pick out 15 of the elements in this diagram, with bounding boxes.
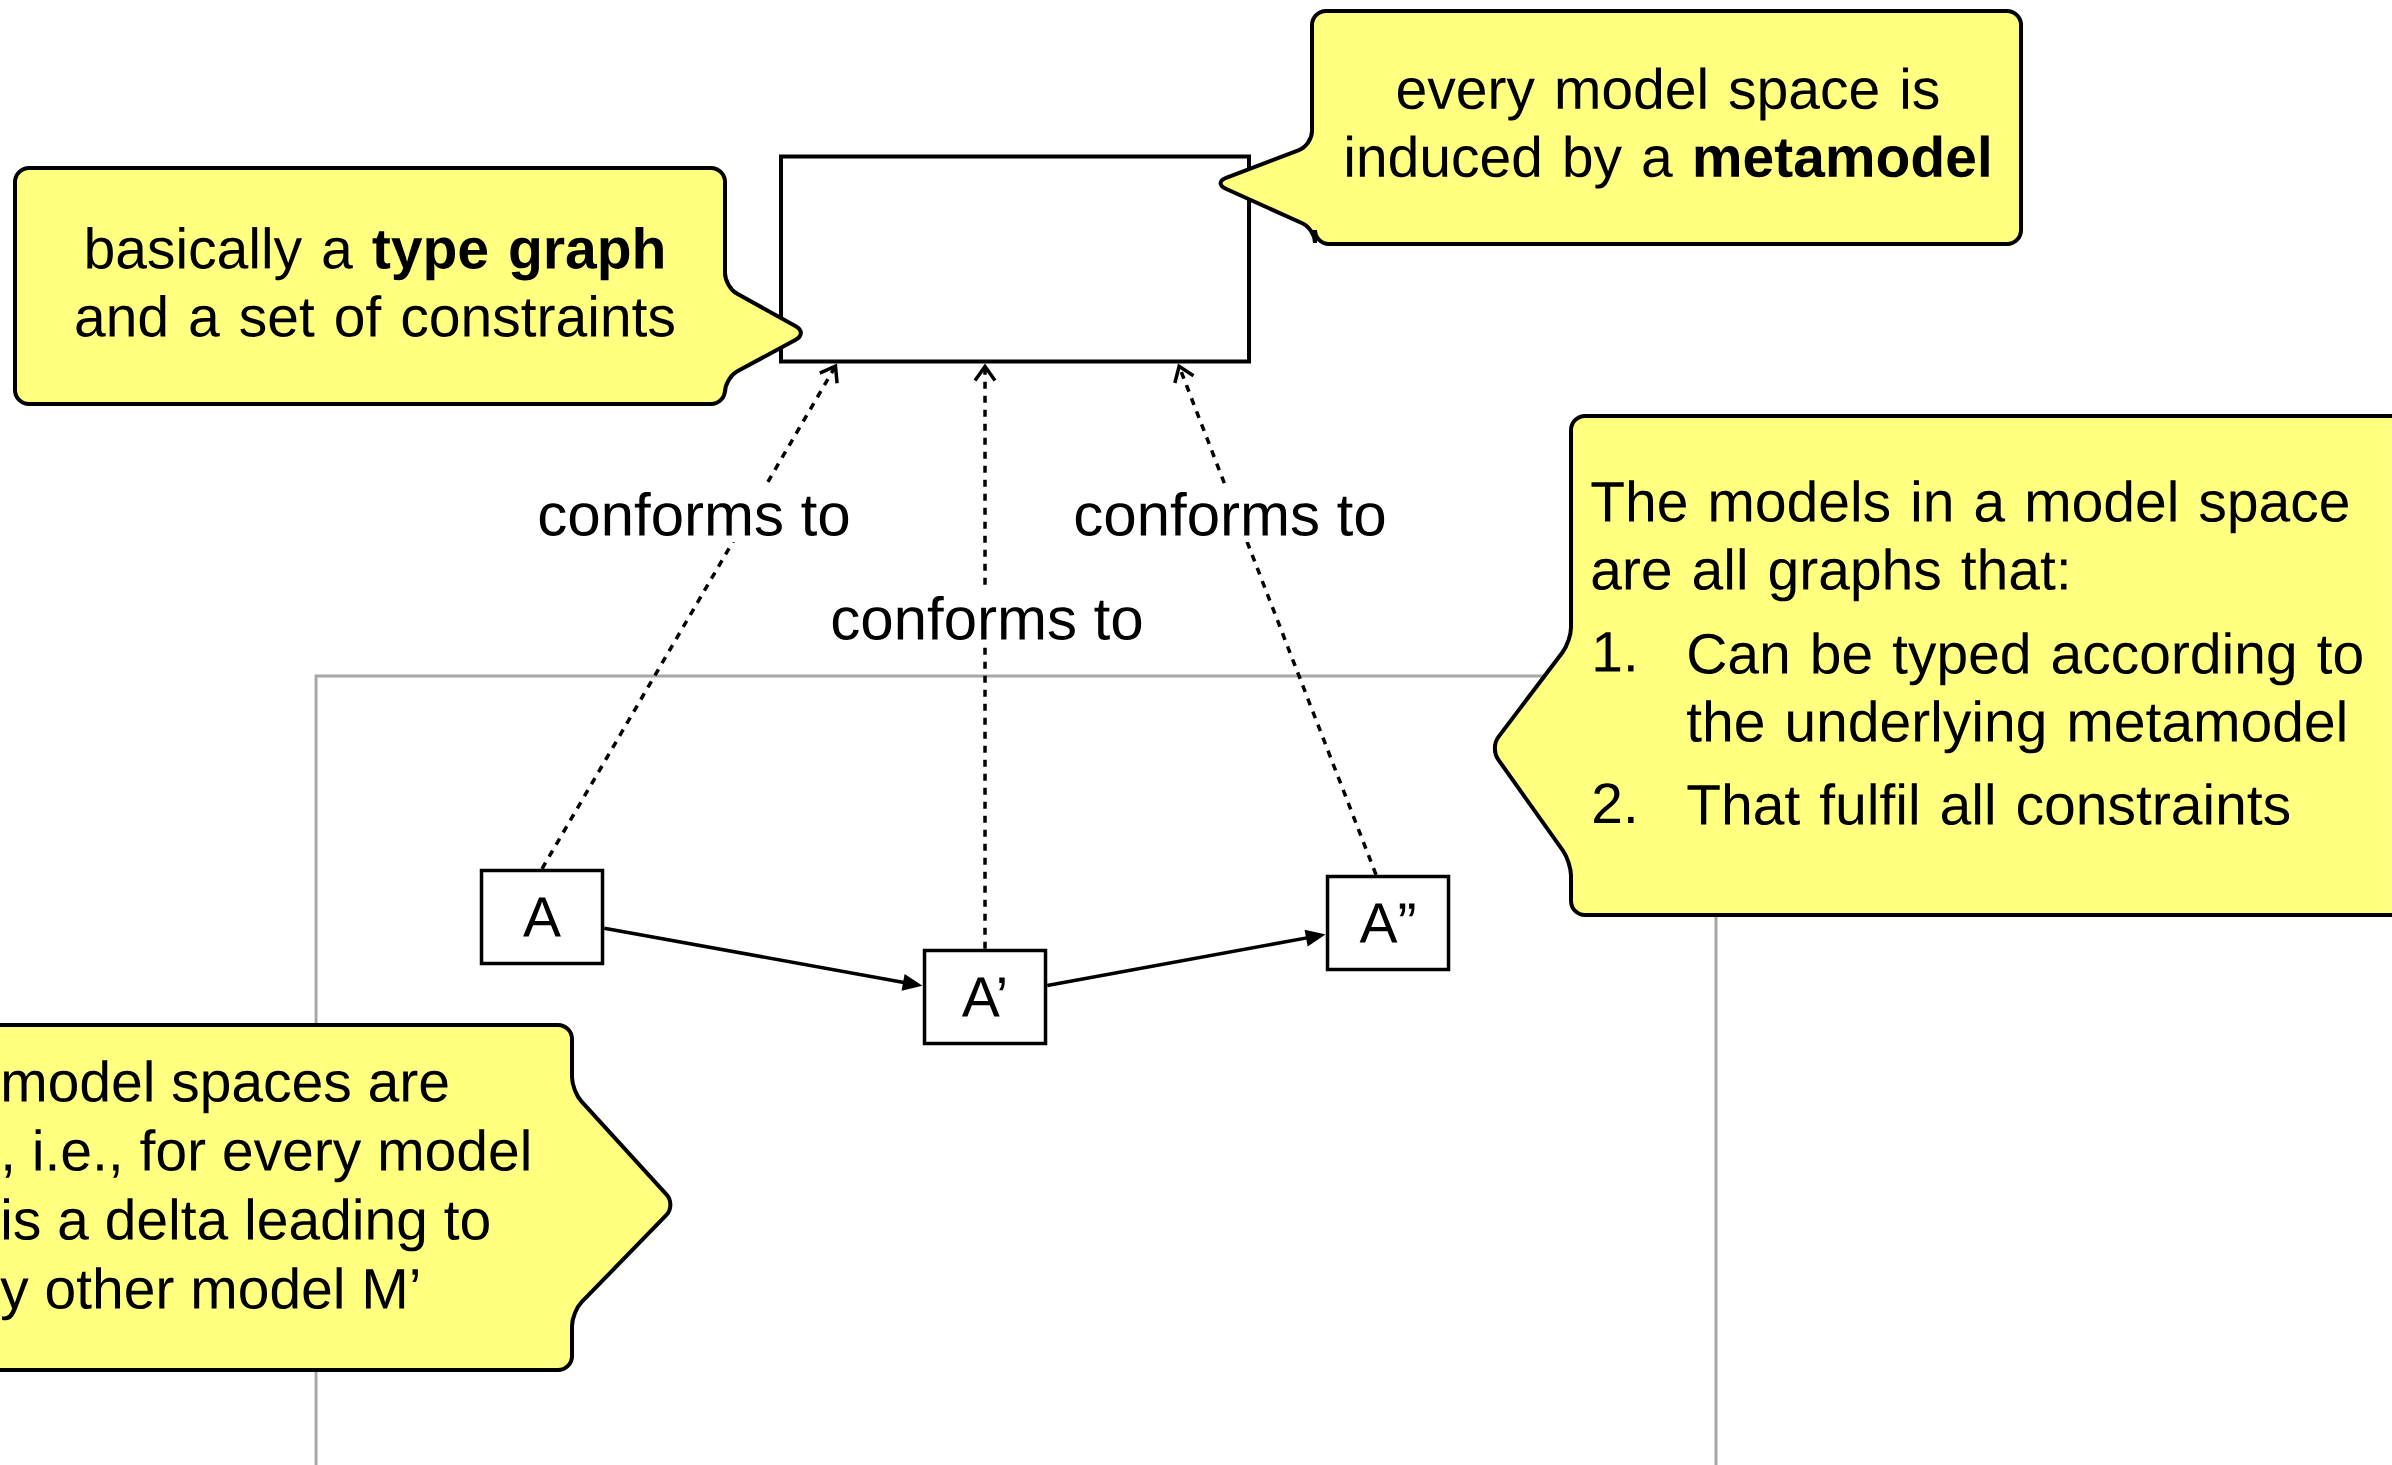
arrow <box>973 363 997 949</box>
arrow <box>1173 363 1378 876</box>
empty-box <box>779 154 1251 364</box>
edge-label: conforms to <box>824 590 1150 646</box>
model-box: A <box>479 868 605 966</box>
list-number: 1. <box>1595 632 1634 672</box>
arrow <box>540 363 839 870</box>
list-number: 2. <box>1594 783 1634 823</box>
model-box: A” <box>1325 874 1451 972</box>
callout: model spaces are , i.e., for every model is a delta leading to y other model M’ <box>0 1023 673 1372</box>
edge-label: conforms to <box>531 486 857 542</box>
model-box: A’ <box>922 948 1048 1046</box>
callout: basically a type graph and a set of constraints <box>13 166 803 406</box>
edge-label: conforms to <box>1067 486 1393 542</box>
callout: every model space is induced by a metamodel <box>1218 9 2024 246</box>
